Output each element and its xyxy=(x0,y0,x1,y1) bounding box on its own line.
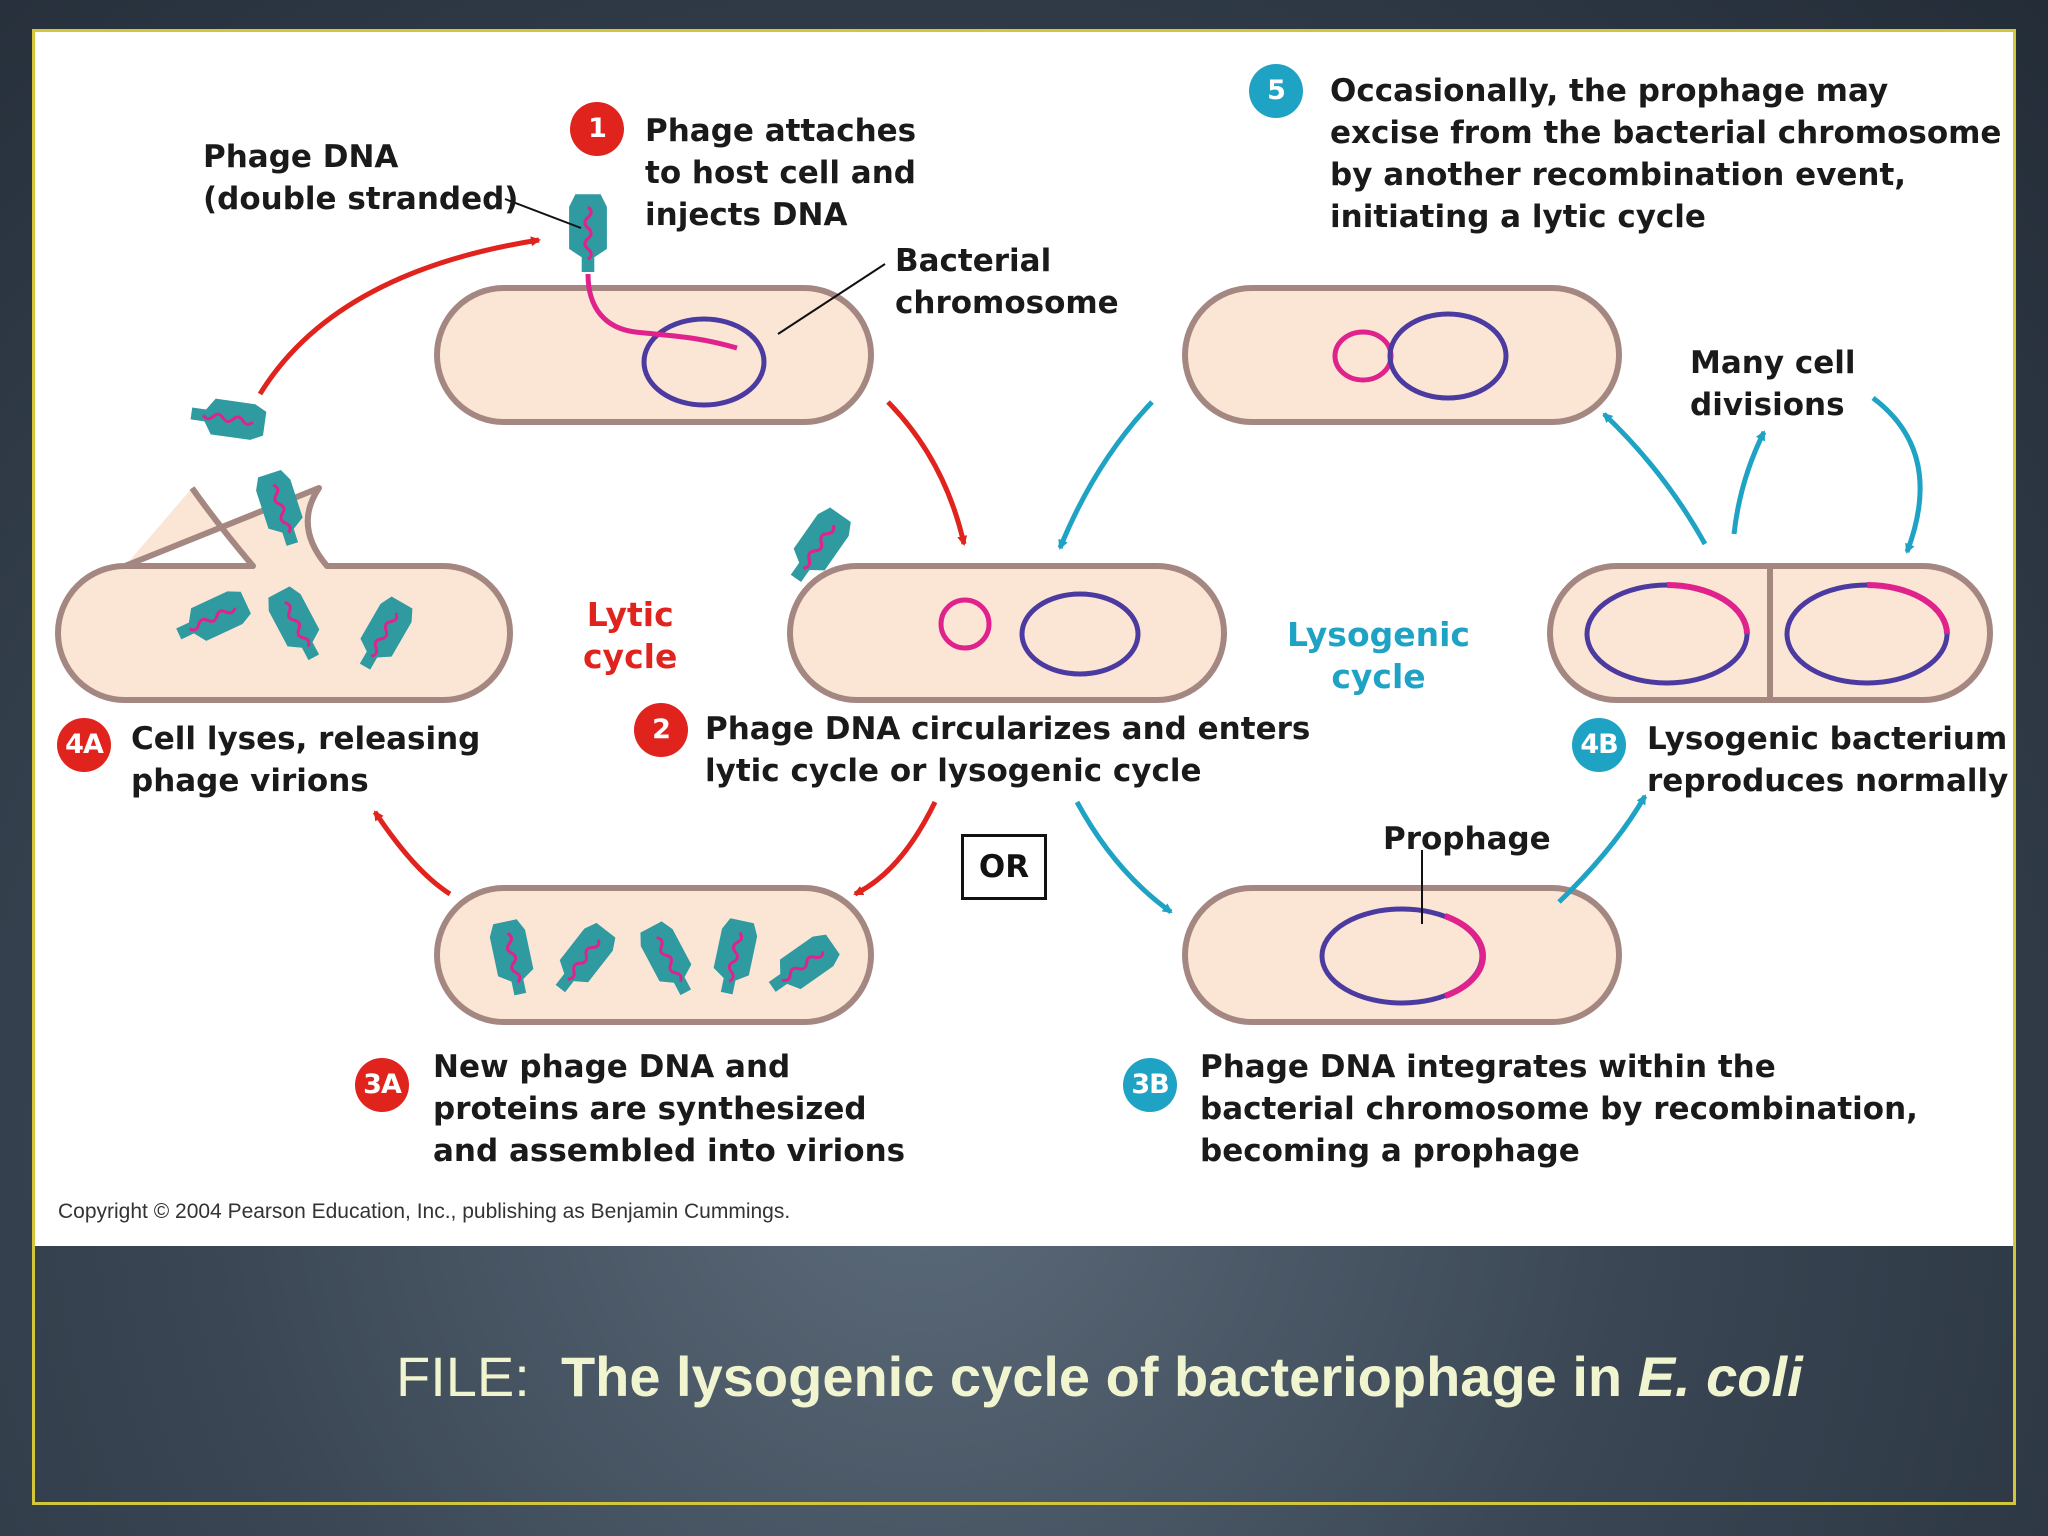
cell-excision xyxy=(1182,285,1622,425)
lysogenic-cycle-label: Lysogenic cycle xyxy=(1287,615,1470,696)
bacterial-chromosome-label: Bacterial chromosome xyxy=(895,243,1119,321)
arrow-division-loop xyxy=(1871,396,1923,554)
step-4a-badge: 4A xyxy=(57,718,111,772)
step-3b-badge: 3B xyxy=(1123,1058,1177,1112)
step-1-badge: 1 xyxy=(570,102,624,156)
slide-caption: FILE: The lysogenic cycle of bacteriopha… xyxy=(396,1344,1803,1409)
prophage-label: Prophage xyxy=(1383,821,1551,857)
arrow-to-lysis xyxy=(372,810,452,897)
phage-dna-label: Phage DNA (double stranded) xyxy=(203,139,519,217)
daughter-prophage-1 xyxy=(1666,582,1750,635)
cell-circularized xyxy=(787,563,1227,703)
prophage-segment xyxy=(1443,913,1486,999)
circular-phage-dna xyxy=(938,597,992,651)
step-2-badge: 2 xyxy=(634,703,688,757)
diagram-panel: 1 2 3A 4A 3B 4B 5 Phage attaches to host… xyxy=(35,32,2013,1246)
chromosome-2 xyxy=(1019,591,1141,677)
arrow-attach-to-circularize xyxy=(886,400,968,546)
lytic-cycle-label: Lytic cycle xyxy=(583,595,678,676)
chromosome-5 xyxy=(1387,311,1509,401)
step-3a-badge: 3A xyxy=(355,1058,409,1112)
arrow-division-up xyxy=(1731,430,1767,535)
caption-prefix: FILE: xyxy=(396,1345,561,1408)
or-box: OR xyxy=(961,834,1047,900)
step-3a-text: New phage DNA and proteins are synthesiz… xyxy=(433,1049,906,1169)
cell-attach xyxy=(434,285,874,425)
bacterial-chromosome xyxy=(641,316,767,408)
chromosome-pointer xyxy=(777,263,886,335)
injected-phage-dna xyxy=(585,273,738,351)
arrow-to-reproduction xyxy=(1557,794,1648,904)
lifecycle-diagram xyxy=(55,192,1993,1025)
cell-dividing xyxy=(1547,563,1993,703)
step-4b-text: Lysogenic bacterium reproduces normally xyxy=(1647,721,2009,799)
step-5-badge: 5 xyxy=(1249,64,1303,118)
arrow-to-synthesis xyxy=(853,800,938,897)
many-divisions-label: Many cell divisions xyxy=(1690,345,1856,423)
arrow-division-to-excision xyxy=(1602,412,1708,546)
caption-species: E. coli xyxy=(1637,1345,1803,1408)
arrow-to-integration xyxy=(1074,800,1173,915)
step-4a-text: Cell lyses, releasing phage virions xyxy=(131,721,481,799)
cell-prophage xyxy=(1182,885,1622,1025)
step-3b-text: Phage DNA integrates within the bacteria… xyxy=(1200,1049,1918,1169)
arrow-to-attach xyxy=(257,236,541,396)
step-1-text: Phage attaches to host cell and injects … xyxy=(645,113,917,233)
released-virion xyxy=(187,394,269,444)
slide-frame xyxy=(32,29,2016,1505)
step-4b-badge: 4B xyxy=(1572,718,1626,772)
arrow-excise-to-circularize xyxy=(1057,400,1154,550)
daughter-prophage-2 xyxy=(1866,582,1950,635)
caption-main: The lysogenic cycle of bacteriophage in xyxy=(560,1345,1638,1408)
copyright-notice: Copyright © 2004 Pearson Education, Inc.… xyxy=(58,1200,791,1223)
phage-dna-pointer xyxy=(504,198,582,229)
step-2-text: Phage DNA circularizes and enters lytic … xyxy=(705,711,1311,789)
step-5-text: Occasionally, the prophage may excise fr… xyxy=(1330,73,2002,235)
phage-attached xyxy=(567,192,609,274)
